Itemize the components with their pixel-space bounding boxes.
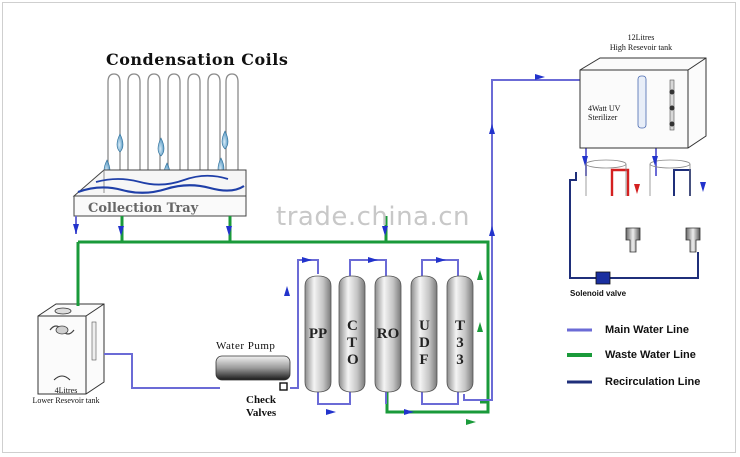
water-pump: [215, 355, 291, 391]
water-pump-label: Water Pump: [216, 340, 276, 352]
lower-tank-label: 4Litres Lower Resevoir tank: [18, 386, 114, 406]
filter-label-ro: RO: [376, 326, 400, 342]
legend-swatches: [567, 328, 592, 384]
hot-water-line: [610, 168, 630, 196]
check-valves-label: Check Valves: [246, 394, 276, 420]
flow-arrows: [73, 74, 706, 415]
filter-cartridge-ro: [374, 275, 402, 393]
collection-tray-label: Collection Tray: [88, 201, 199, 216]
filter-label-cto: CTO: [347, 318, 359, 368]
legend-waste-water: Waste Water Line: [605, 349, 696, 361]
high-tank-label: 12Litres High Resevoir tank: [598, 33, 684, 53]
solenoid-valve-label: Solenoid valve: [570, 289, 627, 298]
waste-flow-arrows: [466, 270, 483, 425]
uv-line1: 4Watt UV: [588, 104, 621, 113]
check-valves-line2: Valves: [246, 407, 277, 419]
diagram-title: Condensation Coils: [106, 50, 289, 69]
lower-tank-capacity: 4Litres: [54, 386, 78, 395]
watermark: trade.china.cn: [276, 202, 471, 232]
high-reservoir-tank: [579, 57, 707, 149]
filter-cartridges: [304, 275, 474, 393]
filter-label-udf: UDF: [419, 318, 430, 368]
filter-cartridge-pp: [304, 275, 332, 393]
filter-cartridge-t33: [446, 275, 474, 393]
hot-flow-arrow: [634, 184, 640, 194]
uv-sterilizer-label: 4Watt UV Sterilizer: [588, 104, 620, 122]
diagram-border: [2, 2, 736, 453]
check-valve-icon: [279, 382, 288, 391]
filter-cartridge-cto: [338, 275, 366, 393]
check-valves-line1: Check: [246, 394, 276, 406]
lower-reservoir-tank: [37, 303, 105, 395]
collection-tray: [72, 169, 247, 217]
legend-recirculation: Recirculation Line: [605, 376, 701, 388]
legend-main-water: Main Water Line: [605, 324, 689, 336]
filter-label-pp: PP: [308, 326, 328, 342]
lower-tank-name: Lower Resevoir tank: [32, 396, 100, 405]
uv-line2: Sterilizer: [588, 113, 618, 122]
high-tank-name: High Resevoir tank: [609, 43, 673, 52]
faucet-icon: [625, 227, 701, 253]
recirculation-line: [569, 169, 699, 279]
filter-cartridge-udf: [410, 275, 438, 393]
high-tank-capacity: 12Litres: [627, 33, 655, 42]
filter-label-t33: T33: [455, 318, 466, 368]
condensation-coils: [107, 73, 239, 192]
solenoid-valve: [595, 271, 611, 285]
hot-cold-tanks: [585, 159, 691, 196]
